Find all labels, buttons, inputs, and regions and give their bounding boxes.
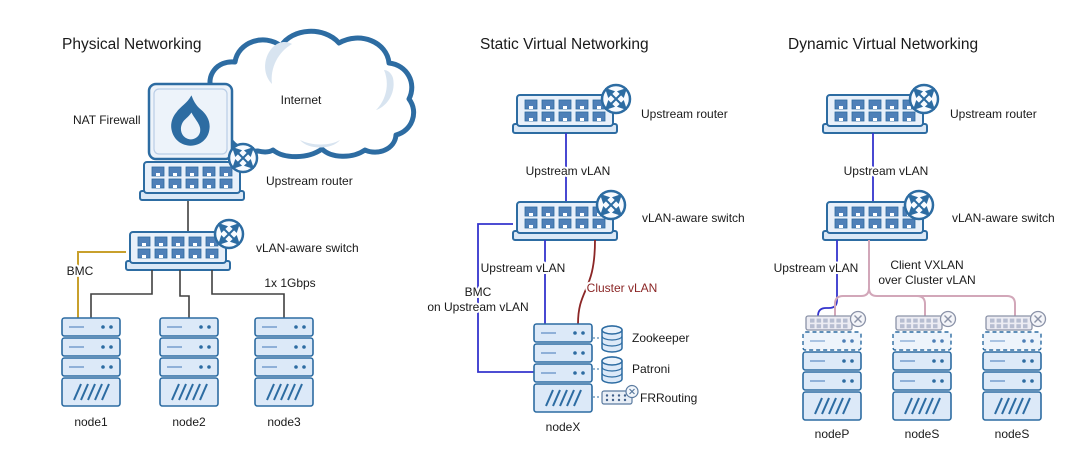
- bmc-label-line2: on Upstream vLAN: [427, 300, 528, 314]
- frrouting-icon: [601, 384, 639, 405]
- zookeeper-label: Zookeeper: [632, 331, 689, 345]
- vlan-switch-label: vLAN-aware switch: [256, 241, 359, 255]
- section-dynamic-virtual-networking: Dynamic Virtual Networking Upstream rout…: [772, 36, 1057, 441]
- section-static-virtual-networking: Static Virtual Networking Upstream route…: [425, 36, 746, 434]
- vlan-switch-label: vLAN-aware switch: [642, 211, 745, 225]
- vxlan-label-line2: over Cluster vLAN: [878, 273, 975, 287]
- vxlan-label-line1: Client VXLAN: [890, 258, 963, 272]
- upstream-vlan-label: Upstream vLAN: [844, 164, 929, 178]
- node3-uplink-line: [211, 270, 285, 318]
- upstream-vlan-node-label: Upstream vLAN: [774, 261, 859, 275]
- upstream-router-device: [823, 83, 940, 133]
- bmc-label: BMC: [67, 264, 94, 278]
- section-physical-networking: Physical Networking Internet NAT Firewal…: [62, 28, 416, 429]
- upstream-router-label: Upstream router: [266, 174, 353, 188]
- patroni-db-icon: [601, 356, 623, 384]
- upstream-router-label: Upstream router: [950, 107, 1037, 121]
- upstream-router-device: [513, 83, 632, 133]
- cluster-vlan-label: Cluster vLAN: [587, 281, 658, 295]
- server-node-x: [534, 324, 592, 412]
- zookeeper-db-icon: [601, 325, 623, 353]
- node1-label: node1: [74, 415, 108, 429]
- section-title: Dynamic Virtual Networking: [788, 36, 978, 53]
- nodep-label: nodeP: [815, 427, 850, 441]
- section-title: Static Virtual Networking: [480, 36, 649, 53]
- node3-label: node3: [267, 415, 301, 429]
- server-node-3: [255, 318, 313, 406]
- nodes1-label: nodeS: [905, 427, 940, 441]
- vlan-switch-label: vLAN-aware switch: [952, 211, 1055, 225]
- vlan-switch-device: [513, 189, 627, 240]
- internet-cloud: Internet: [205, 28, 416, 160]
- section-title: Physical Networking: [62, 36, 202, 53]
- node2-uplink-line: [179, 270, 190, 318]
- patroni-label: Patroni: [632, 362, 670, 376]
- bmc-link-line: [77, 251, 126, 318]
- cloud-highlight: [376, 70, 394, 110]
- nat-firewall-device: [147, 82, 234, 161]
- cluster-vlan-line: [577, 239, 596, 325]
- nodex-label: nodeX: [546, 420, 581, 434]
- upstream-vlan-label: Upstream vLAN: [526, 164, 611, 178]
- vlan-switch-device: [126, 218, 245, 270]
- vxlan-tree-lines: [834, 240, 1016, 316]
- vlan-switch-device: [823, 189, 935, 240]
- server-node-2: [160, 318, 218, 406]
- server-node-1: [62, 318, 120, 406]
- server-node-s1: [892, 310, 957, 421]
- cloud-highlight: [300, 140, 340, 148]
- node2-label: node2: [172, 415, 206, 429]
- upstream-vlan-node-line: [817, 240, 838, 317]
- nat-firewall-label: NAT Firewall: [73, 113, 141, 127]
- frrouting-label: FRRouting: [640, 391, 697, 405]
- flame-icon: [171, 95, 210, 146]
- nodes2-label: nodeS: [995, 427, 1030, 441]
- upstream-vlan-node-label: Upstream vLAN: [481, 261, 566, 275]
- bmc-label-line1: BMC: [465, 285, 492, 299]
- upstream-router-label: Upstream router: [641, 107, 728, 121]
- internet-label: Internet: [281, 93, 322, 107]
- cloud-highlight: [265, 41, 292, 84]
- server-node-s2: [982, 310, 1047, 421]
- server-node-p: [802, 310, 867, 421]
- link-speed-label: 1x 1Gbps: [264, 276, 315, 290]
- node1-uplink-line: [90, 270, 153, 318]
- bmc-vlan-line: [477, 223, 534, 373]
